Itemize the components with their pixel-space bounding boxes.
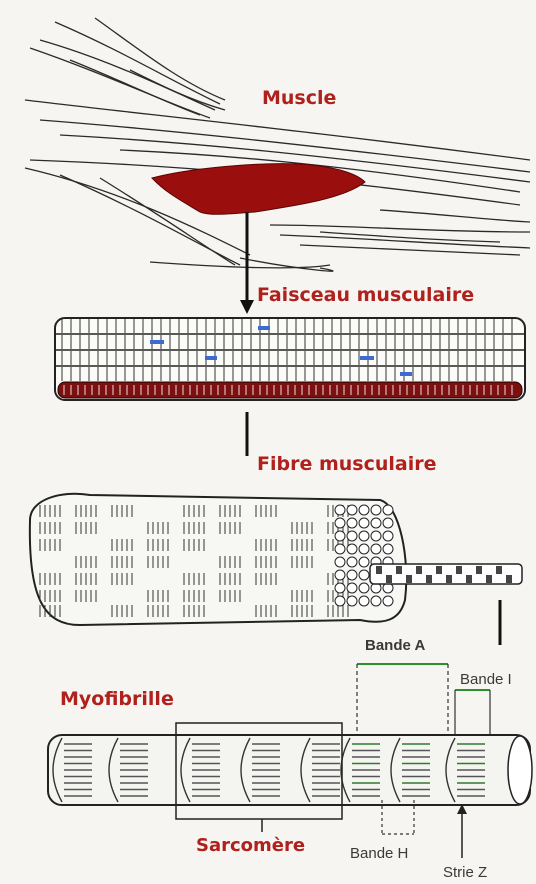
- fibre-cross-section-circle: [359, 531, 369, 541]
- fibre-illustration: [30, 494, 522, 625]
- fibre-cross-section-circle: [383, 544, 393, 554]
- fibre-cross-section-circle: [359, 518, 369, 528]
- fibre-cross-section-circle: [347, 583, 357, 593]
- fibre-cross-section-circle: [347, 518, 357, 528]
- myofibril-check: [486, 575, 492, 583]
- fibre-cross-section-circle: [383, 531, 393, 541]
- myofibril-check: [386, 575, 392, 583]
- fibre-cross-section-circle: [335, 505, 345, 515]
- fibre-cross-section-circle: [371, 518, 381, 528]
- fibre-cross-section-circle: [359, 505, 369, 515]
- fibre-cross-section-circle: [347, 557, 357, 567]
- label-myofibrille: Myofibrille: [60, 688, 174, 710]
- muscle-highlight-region: [152, 164, 365, 215]
- faisceau-illustration: [55, 318, 525, 400]
- fibre-cross-section-circle: [359, 557, 369, 567]
- myofibril-check: [476, 566, 482, 574]
- fibre-cross-section-circle: [335, 583, 345, 593]
- bande-i-bracket: [455, 690, 490, 736]
- label-bande-i: Bande I: [460, 671, 512, 688]
- myofibril-check: [466, 575, 472, 583]
- fibre-cross-section-circle: [359, 570, 369, 580]
- fibre-cross-section-circle: [371, 596, 381, 606]
- fibre-cross-section-circle: [383, 596, 393, 606]
- label-muscle: Muscle: [262, 87, 336, 109]
- myofibril-check: [406, 575, 412, 583]
- myofibril-check: [416, 566, 422, 574]
- fibre-cross-section-circle: [383, 505, 393, 515]
- fibre-cross-section-circle: [359, 583, 369, 593]
- myofibril-check: [506, 575, 512, 583]
- fibre-cross-section-circle: [335, 570, 345, 580]
- label-bande-h: Bande H: [350, 845, 408, 862]
- myofibril-check: [376, 566, 382, 574]
- fibre-cross-section-circle: [371, 544, 381, 554]
- bande-a-bracket: [357, 664, 448, 736]
- myofibrille-illustration: [48, 735, 532, 805]
- fibre-cross-section-circle: [371, 505, 381, 515]
- muscle-illustration: [25, 18, 530, 271]
- fibre-cross-section-circle: [359, 596, 369, 606]
- fibre-cross-section-circle: [335, 596, 345, 606]
- fibre-cross-section-circle: [371, 531, 381, 541]
- label-fibre: Fibre musculaire: [257, 453, 437, 475]
- fibre-cross-section-circle: [335, 544, 345, 554]
- fibre-cross-section-circle: [335, 518, 345, 528]
- fibre-cross-section-circle: [347, 570, 357, 580]
- fibre-cross-section-circle: [347, 505, 357, 515]
- label-faisceau: Faisceau musculaire: [257, 284, 474, 306]
- fibre-cross-section-circle: [359, 544, 369, 554]
- fibre-cross-section-circle: [335, 531, 345, 541]
- myofibril-check: [456, 566, 462, 574]
- label-bande-a: Bande A: [365, 637, 425, 654]
- fibre-cross-section-circle: [335, 557, 345, 567]
- label-sarcomere: Sarcomère: [196, 835, 305, 856]
- myofibril-check: [426, 575, 432, 583]
- fibre-cross-section-circle: [347, 531, 357, 541]
- label-strie-z: Strie Z: [443, 864, 487, 881]
- myofibril-check: [436, 566, 442, 574]
- arrow-head-icon: [240, 300, 254, 314]
- fibre-cross-section-circle: [383, 518, 393, 528]
- fibre-cross-section-circle: [347, 544, 357, 554]
- myofibril-check: [496, 566, 502, 574]
- myofibril-check: [446, 575, 452, 583]
- faisceau-highlight-strand: [58, 382, 522, 398]
- myofibril-check: [396, 566, 402, 574]
- fibre-cross-section-circle: [347, 596, 357, 606]
